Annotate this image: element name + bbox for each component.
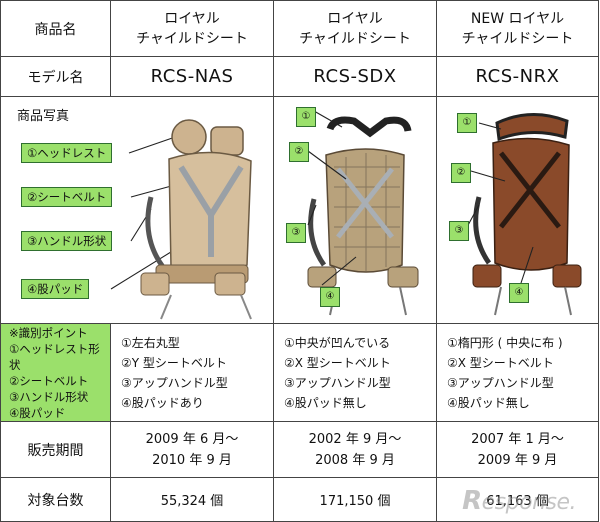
feature-item: ②X 型シートベルト xyxy=(284,355,391,370)
tag-crotch-pad: ④ xyxy=(509,283,529,303)
points-row: ※識別ポイント ①ヘッドレスト形状 ②シートベルト ③ハンドル形状 ④股パッド … xyxy=(0,323,599,422)
product-name-cell: ロイヤル チャイルドシート xyxy=(110,0,274,57)
count-label: 対象台数 xyxy=(0,477,111,522)
seat-photo-sdx xyxy=(307,110,419,316)
model-name: RCS-SDX xyxy=(273,56,437,97)
product-name-row: 商品名 ロイヤル チャイルドシート ロイヤル チャイルドシート NEW ロイヤル… xyxy=(0,0,599,57)
photo-cell-sdx: ① ② ③ ④ xyxy=(273,96,437,324)
count-value: 55,324 個 xyxy=(110,477,274,522)
period-label: 販売期間 xyxy=(0,421,111,478)
tag-handle: ③ xyxy=(449,221,469,241)
tag-crotch-pad: ④ xyxy=(320,287,340,307)
tag-seatbelt: ② xyxy=(289,142,309,162)
features-sdx: ①中央が凹んでいる ②X 型シートベルト ③アップハンドル型 ④股パッド無し xyxy=(273,323,437,422)
period-to: 2010 年 9 月 xyxy=(152,452,232,468)
period-to: 2009 年 9 月 xyxy=(477,452,558,468)
product-name-line2: チャイルドシート xyxy=(299,30,411,47)
tag-seatbelt: ② xyxy=(451,163,471,183)
leader-lines xyxy=(466,122,534,284)
model-name: RCS-NAS xyxy=(110,56,274,97)
period-row: 販売期間 2009 年 6 月～ 2010 年 9 月 2002 年 9 月～ … xyxy=(0,421,599,478)
feature-item: ②Y 型シートベルト xyxy=(121,355,227,370)
seat-photo-nas xyxy=(110,119,252,320)
period-cell: 2007 年 1 月～ 2009 年 9 月 xyxy=(436,421,599,478)
feature-item: ①左右丸型 xyxy=(121,335,180,350)
watermark-mark: R xyxy=(462,486,482,516)
feature-item: ④股パッドあり xyxy=(121,395,204,410)
product-name-label: 商品名 xyxy=(0,0,111,57)
tag-headrest: ① xyxy=(296,107,316,127)
watermark-text: esponse. xyxy=(481,490,577,515)
model-label: モデル名 xyxy=(0,56,111,97)
photo-cell-nrx: ① ② ③ ④ xyxy=(436,96,599,324)
seat-photo-nrx xyxy=(466,112,582,316)
feature-item: ①中央が凹んでいる xyxy=(284,335,391,350)
period-cell: 2002 年 9 月～ 2008 年 9 月 xyxy=(273,421,437,478)
product-name-line1: NEW ロイヤル xyxy=(470,10,565,27)
feature-item: ③アップハンドル型 xyxy=(284,375,391,390)
count-value: 171,150 個 xyxy=(273,477,437,522)
callout-crotch-pad: ④股パッド xyxy=(21,279,90,299)
product-name-line2: チャイルドシート xyxy=(136,30,248,47)
period-from: 2009 年 6 月～ xyxy=(145,431,239,447)
model-name: RCS-NRX xyxy=(436,56,599,97)
model-row: モデル名 RCS-NAS RCS-SDX RCS-NRX xyxy=(0,56,599,97)
points-label-line: ①ヘッドレスト形状 xyxy=(9,341,100,372)
points-label-line: ③ハンドル形状 xyxy=(9,389,89,404)
product-name-line1: ロイヤル xyxy=(327,10,383,27)
product-name-cell: NEW ロイヤル チャイルドシート xyxy=(436,0,599,57)
photo-row: 商品写真 ①ヘッドレスト ②シートベルト ③ハンドル形状 ④股パッド xyxy=(0,96,599,324)
count-value: 61,163 個 xyxy=(436,477,599,522)
feature-item: ④股パッド無し xyxy=(447,395,530,410)
points-label-cell: ※識別ポイント ①ヘッドレスト形状 ②シートベルト ③ハンドル形状 ④股パッド xyxy=(0,323,111,422)
period-from: 2002 年 9 月～ xyxy=(308,431,402,447)
points-label-line: ②シートベルト xyxy=(9,373,89,388)
leader-lines xyxy=(307,110,357,286)
seat-nas-drawing xyxy=(140,119,252,320)
callout-headrest: ①ヘッドレスト xyxy=(21,143,113,163)
features-nas: ①左右丸型 ②Y 型シートベルト ③アップハンドル型 ④股パッドあり xyxy=(110,323,274,422)
tag-headrest: ① xyxy=(457,113,477,133)
callout-handle: ③ハンドル形状 xyxy=(21,231,113,251)
callout-seatbelt: ②シートベルト xyxy=(21,187,113,207)
feature-item: ③アップハンドル型 xyxy=(447,375,554,390)
seat-sdx-drawing xyxy=(307,116,419,316)
response-watermark: Response. xyxy=(462,486,576,516)
points-label-line: ④股パッド xyxy=(9,405,66,420)
feature-item: ①楕円形 ( 中央に布 ) xyxy=(447,335,563,350)
count-row: 対象台数 55,324 個 171,150 個 61,163 個 xyxy=(0,477,599,522)
features-nrx: ①楕円形 ( 中央に布 ) ②X 型シートベルト ③アップハンドル型 ④股パッド… xyxy=(436,323,599,422)
product-name-line2: チャイルドシート xyxy=(461,30,574,47)
product-name-line1: ロイヤル xyxy=(164,10,220,27)
photo-label: 商品写真 xyxy=(17,109,70,124)
feature-item: ③アップハンドル型 xyxy=(121,375,228,390)
period-from: 2007 年 1 月～ xyxy=(471,431,564,447)
product-name-cell: ロイヤル チャイルドシート xyxy=(273,0,437,57)
period-to: 2008 年 9 月 xyxy=(315,452,395,468)
tag-handle: ③ xyxy=(286,223,306,243)
feature-item: ②X 型シートベルト xyxy=(447,355,554,370)
period-cell: 2009 年 6 月～ 2010 年 9 月 xyxy=(110,421,274,478)
seat-nrx-drawing xyxy=(472,112,582,316)
points-label-line: ※識別ポイント xyxy=(9,325,88,340)
feature-item: ④股パッド無し xyxy=(284,395,367,410)
photo-cell-nas: 商品写真 ①ヘッドレスト ②シートベルト ③ハンドル形状 ④股パッド xyxy=(0,96,274,324)
